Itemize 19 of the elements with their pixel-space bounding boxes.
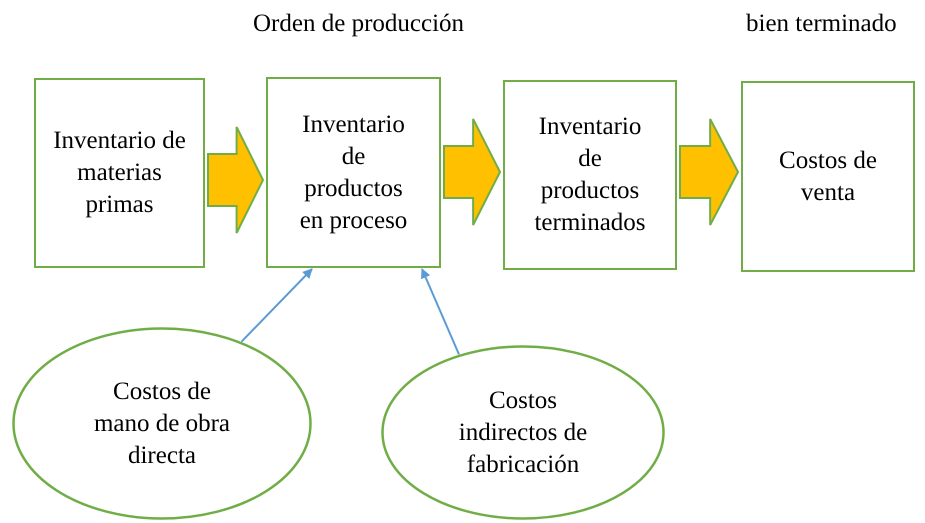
block-arrow xyxy=(679,118,740,226)
block-arrow xyxy=(207,126,264,234)
node-text: Costos de venta xyxy=(778,146,878,208)
heading-text: Orden de producción xyxy=(253,10,464,38)
ellipse-shape xyxy=(381,345,665,520)
process-box xyxy=(266,77,441,268)
arrow xyxy=(240,268,313,342)
arrow xyxy=(420,268,460,355)
ellipse-shape xyxy=(12,327,312,520)
block-arrow xyxy=(443,118,502,226)
node-text: Inventario de productos terminados xyxy=(533,112,647,238)
process-box xyxy=(741,81,915,272)
process-box xyxy=(34,78,205,268)
node-text: Inventario de productos en proceso xyxy=(298,110,408,236)
process-box xyxy=(503,80,677,270)
node-text: Inventario de materias primas xyxy=(52,126,187,220)
node-text: Costos de mano de obra directa xyxy=(92,376,232,470)
heading-text: bien terminado xyxy=(746,10,897,38)
node-text: Costos indirectos de fabricación xyxy=(458,386,588,480)
